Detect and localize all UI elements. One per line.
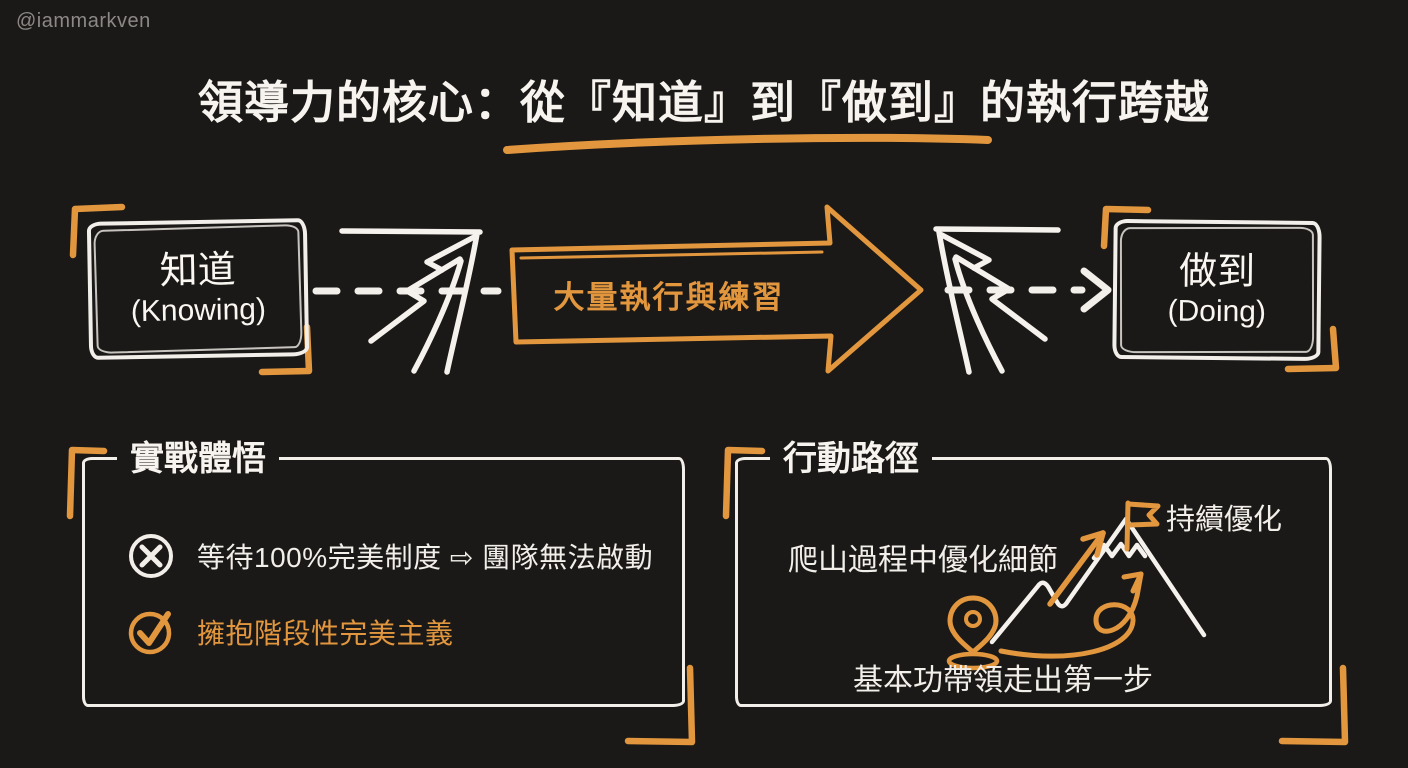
insight-positive-text: 擁抱階段性完美主義	[197, 618, 454, 649]
knowing-label-zh: 知道	[159, 248, 237, 293]
cliff-right-drawing	[933, 226, 1061, 375]
action-panel: 行動路徑	[735, 433, 1332, 707]
knowing-label-en: (Knowing)	[130, 293, 267, 329]
cross-circle-icon	[129, 534, 173, 578]
check-circle-icon	[128, 611, 172, 655]
climb-label: 爬山過程中優化細節	[788, 544, 1058, 577]
action-panel-title: 行動路徑	[770, 433, 932, 485]
cliff-left-drawing	[339, 228, 483, 375]
doing-box: 做到 (Doing)	[1112, 218, 1322, 362]
page-title: 領導力的核心：從『知道』到『做到』的執行跨越	[197, 77, 1210, 128]
watermark: @iammarkven	[16, 10, 151, 32]
insight-negative-row: 等待100%完美制度 ⇨ 團隊無法啟動	[127, 532, 653, 580]
dashed-connector-right	[944, 267, 1112, 313]
execution-arrow-label: 大量執行與練習	[553, 280, 785, 315]
title-underline	[503, 133, 992, 154]
doing-label-zh: 做到	[1178, 250, 1256, 293]
base-label: 基本功帶領走出第一步	[853, 664, 1153, 697]
insight-positive-row: 擁抱階段性完美主義	[127, 608, 454, 656]
arrowhead-icon	[1080, 267, 1112, 313]
insight-negative-text: 等待100%完美制度 ⇨ 團隊無法啟動	[197, 542, 654, 573]
insights-panel-title: 實戰體悟	[117, 433, 279, 485]
doing-label-en: (Doing)	[1167, 294, 1267, 329]
insights-panel: 實戰體悟 等待100%完美制度 ⇨ 團隊無法啟動 擁抱階段性完美主義	[82, 433, 685, 707]
knowing-box: 知道 (Knowing)	[86, 218, 310, 360]
peak-label: 持續優化	[1166, 504, 1283, 536]
